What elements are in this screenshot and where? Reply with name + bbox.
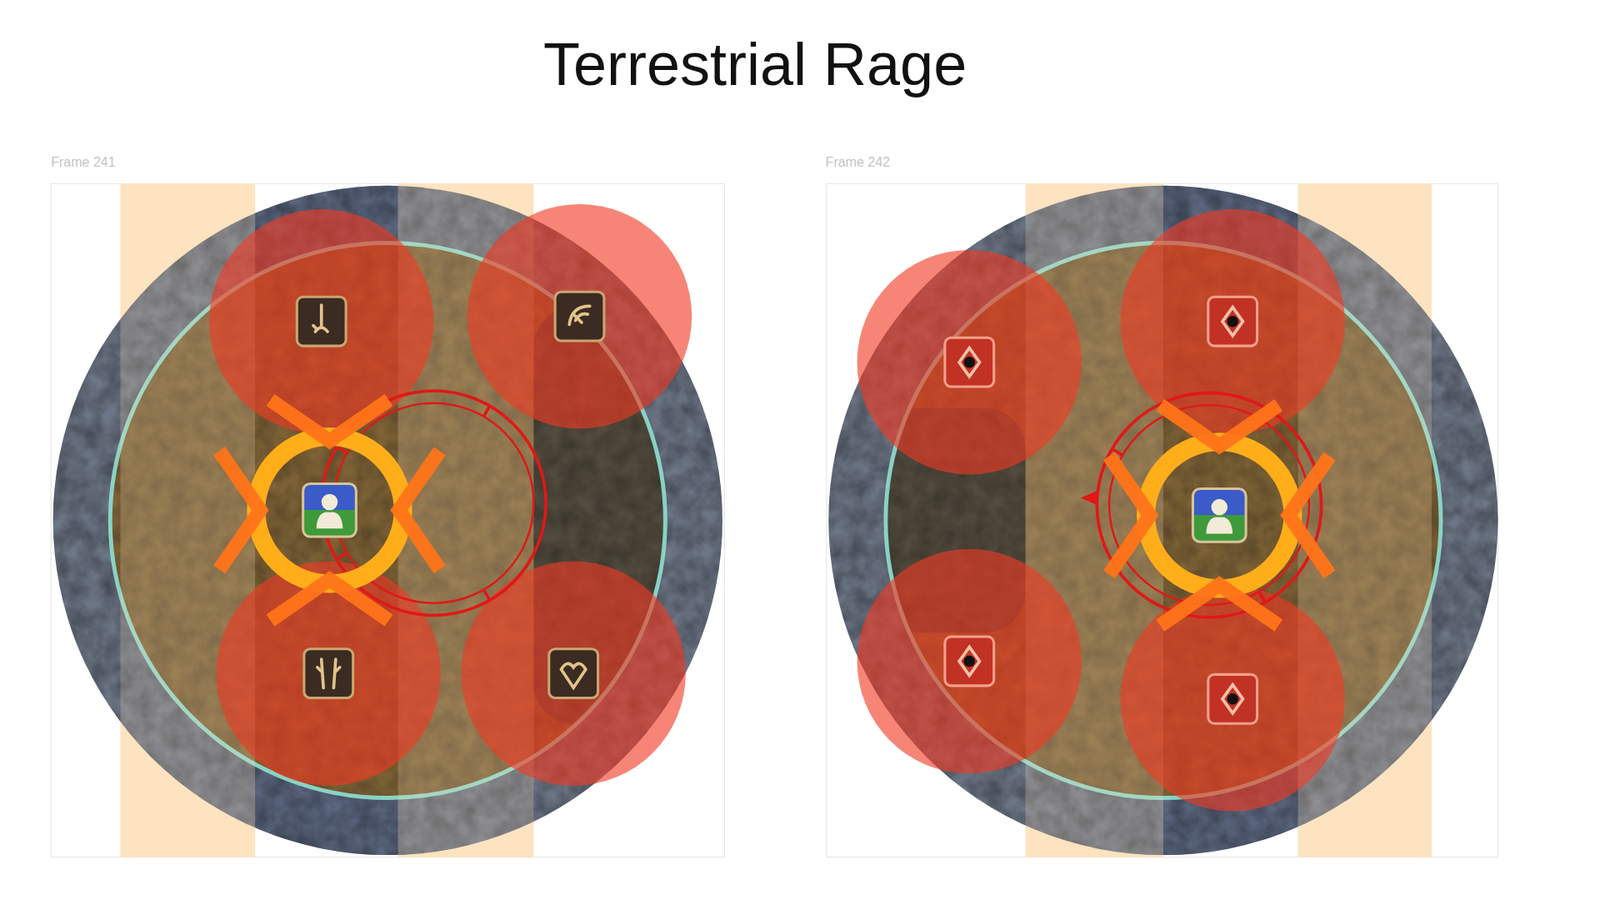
aoe-circle	[1120, 209, 1345, 434]
icon-frame	[945, 337, 995, 387]
aoe-circle	[460, 560, 685, 785]
arena-frame	[826, 183, 1499, 857]
aoe-circle	[209, 209, 434, 434]
spread-chevron	[399, 450, 440, 570]
aoe-circle	[467, 204, 692, 429]
frame-label: Frame 241	[50, 154, 115, 170]
frame-border	[826, 183, 1499, 857]
stack-ring	[255, 436, 403, 584]
role-icon	[1208, 296, 1258, 346]
ring-tick	[483, 405, 490, 417]
arena-frame	[50, 183, 725, 857]
spread-chevron	[1289, 455, 1330, 575]
role-icon	[304, 649, 354, 699]
aoe-circle	[857, 250, 1082, 475]
aoe-circle	[857, 549, 1082, 774]
icon-glyph	[560, 663, 585, 688]
icon-glyph	[313, 305, 328, 332]
role-icon	[1208, 674, 1258, 724]
spread-chevron	[1109, 455, 1150, 575]
player-head	[321, 494, 339, 511]
aoe-circle	[216, 560, 441, 785]
player-head	[1210, 499, 1228, 516]
frame-border	[50, 183, 725, 857]
spread-chevron	[1160, 585, 1279, 626]
role-icon	[945, 337, 995, 387]
role-icon	[555, 291, 605, 341]
marker-dot	[964, 356, 975, 368]
icon-frame	[304, 649, 354, 699]
spread-chevron	[219, 450, 260, 570]
player-body	[1205, 517, 1233, 535]
ring-tick	[483, 590, 490, 601]
target-ring-inner	[1109, 405, 1310, 605]
icon-glyph	[569, 305, 590, 325]
spread-chevron	[270, 400, 389, 441]
player-frame	[1192, 489, 1246, 543]
icon-glyph	[317, 659, 340, 688]
player-icon	[303, 483, 357, 537]
player-frame	[303, 483, 357, 537]
role-icon	[549, 649, 599, 699]
aoe-circle	[1120, 586, 1345, 811]
ring-arrowhead	[1080, 490, 1098, 505]
icon-frame	[555, 291, 605, 341]
icon-glyph	[1222, 307, 1243, 336]
stack-ring	[1145, 441, 1293, 589]
player-icon	[1192, 489, 1246, 543]
ring-tick	[1259, 591, 1265, 603]
icon-frame	[549, 649, 599, 699]
frame-label: Frame 242	[825, 154, 890, 170]
icon-frame	[296, 296, 346, 346]
icon-frame	[1208, 296, 1258, 346]
spread-chevron	[270, 580, 389, 621]
icon-frame	[945, 636, 995, 686]
marker-dot	[1226, 693, 1238, 705]
diagram-title: Terrestrial Rage	[543, 31, 967, 98]
spread-chevron	[1160, 405, 1279, 446]
icon-frame	[1208, 674, 1258, 724]
icon-glyph	[959, 646, 980, 675]
marker-dot	[964, 655, 975, 667]
icon-glyph	[1222, 685, 1243, 714]
role-icon	[296, 296, 346, 346]
role-icon	[945, 636, 995, 686]
icon-glyph	[959, 348, 980, 377]
ring-tick	[336, 553, 348, 560]
player-body	[316, 511, 344, 529]
marker-dot	[1226, 315, 1238, 327]
